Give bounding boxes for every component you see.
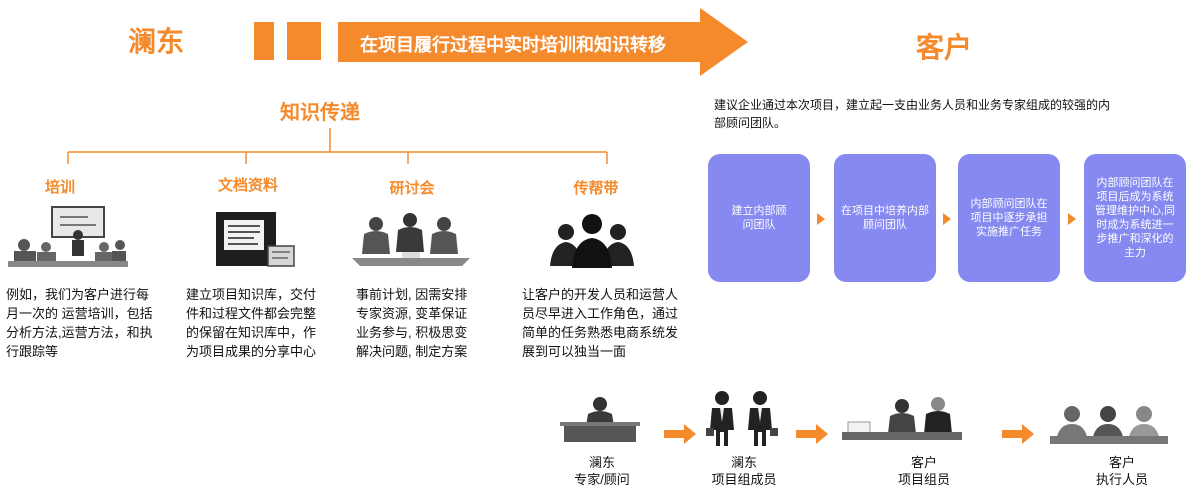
column-text-training: 例如，我们为客户进行每月一次的 运营培训，包括分析方法,运营方法，和执行跟踪等 (6, 287, 153, 359)
people-arrow-1 (664, 424, 696, 449)
person-label-2-line2: 项目组成员 (711, 472, 777, 487)
person-label-4-line1: 客户 (1108, 455, 1135, 470)
person-label-3-line1: 客户 (910, 455, 937, 470)
column-text-workshop: 事前计划, 因需安排专家资源, 变革保证业务参与, 积极思变解决问题, 制定方案 (356, 287, 468, 359)
people-arrow-2 (796, 424, 828, 449)
step-box-1: 建立内部顾问团队 (708, 154, 810, 282)
person-label-1: 澜东 专家/顾问 (560, 454, 644, 488)
knowledge-title: 知识传递 (280, 102, 360, 124)
consultant-at-desk-icon (560, 397, 640, 442)
people-arrow-3 (1002, 424, 1034, 449)
execution-staff-icon (1050, 406, 1168, 444)
person-label-2-line1: 澜东 (730, 455, 757, 470)
person-label-4: 客户 执行人员 (1072, 454, 1172, 488)
step-arrow-3 (1068, 213, 1076, 225)
step-arrow-2 (943, 213, 951, 225)
mentoring-people-icon (550, 214, 634, 268)
step-box-2: 在项目中培养内部顾问团队 (834, 154, 936, 282)
right-company-label: 客户 (916, 32, 973, 63)
person-label-3-line2: 项目组员 (897, 472, 950, 487)
column-title-workshop: 研讨会 (389, 180, 435, 197)
banner-arrow (338, 8, 748, 76)
column-title-mentoring: 传帮带 (573, 180, 619, 197)
person-label-4-line2: 执行人员 (1095, 472, 1148, 487)
training-classroom-icon (8, 206, 128, 267)
step-box-3: 内部顾问团队在项目中逐步承担实施推广任务 (958, 154, 1060, 282)
document-archive-icon (216, 212, 295, 267)
tree-connector (67, 128, 608, 164)
left-company-label: 澜东 (128, 26, 185, 57)
step-box-4: 内部顾问团队在项目后成为系统管理维护中心,同时成为系统进一步推广和深化的主力 (1084, 154, 1186, 282)
banner-text: 在项目履行过程中实时培训和知识转移 (360, 35, 666, 55)
column-title-training: 培训 (44, 179, 75, 196)
right-intro-text: 建议企业通过本次项目，建立起一支由业务人员和业务专家组成的较强的内部顾问团队。 (714, 98, 1111, 130)
workshop-meeting-icon (352, 213, 470, 266)
person-label-1-line2: 专家/顾问 (574, 472, 630, 487)
banner-square-1 (254, 22, 274, 60)
project-group-meeting-icon (842, 397, 962, 440)
person-label-2: 澜东 项目组成员 (694, 454, 794, 488)
team-members-icon (706, 391, 778, 446)
person-label-3: 客户 项目组员 (874, 454, 974, 488)
banner-square-2 (287, 22, 321, 60)
column-text-documents: 建立项目知识库，交付件和过程文件都会完整的保留在知识库中，作为项目成果的分享中心 (186, 287, 317, 359)
column-title-documents: 文档资料 (217, 177, 278, 194)
column-text-mentoring: 让客户的开发人员和运营人员尽早进入工作角色，通过简单的任务熟悉电商系统发展到可以… (522, 287, 679, 359)
person-label-1-line1: 澜东 (588, 455, 615, 470)
step-arrow-1 (817, 213, 825, 225)
